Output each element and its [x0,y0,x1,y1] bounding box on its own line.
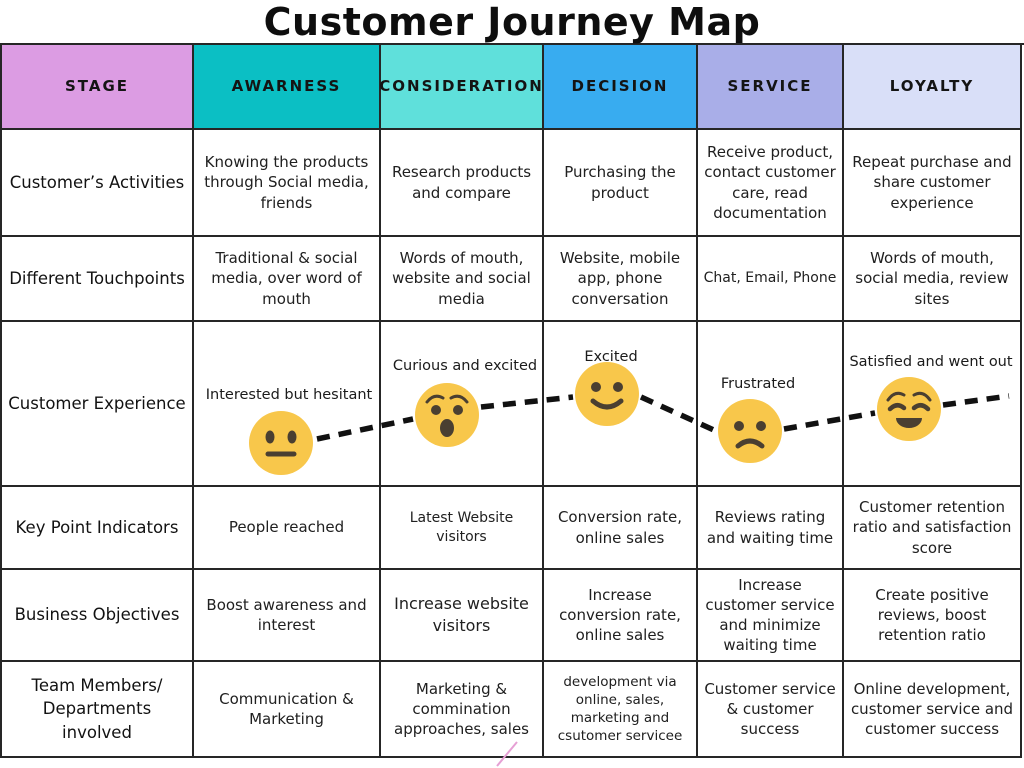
row-label-customers-activities: Customer’s Activities [2,130,194,237]
table-cell: People reached [194,487,381,570]
column-header-stage: STAGE [2,45,194,130]
table-cell: Receive product, contact customer care, … [698,130,844,237]
column-header-consideration: CONSIDERATION [379,45,544,130]
table-cell: Increase customer service and minimize w… [698,570,844,662]
table-cell: Words of mouth, website and social media [381,237,544,322]
page-title: Customer Journey Map [263,0,761,44]
table-cell: Repeat purchase and share customer exper… [844,130,1022,237]
table-cell: Boost awareness and interest [194,570,381,662]
row-label-team-members: Team Members/ Departments involved [2,662,194,758]
table-cell: development via online, sales, marketing… [544,662,698,758]
column-header-awareness: AWARNESS [194,45,381,130]
table-cell: Chat, Email, Phone [698,237,844,322]
table-cell: Customer service & customer success [698,662,844,758]
table-cell: Online development, customer service and… [844,662,1022,758]
table-cell: Customer retention ratio and satisfactio… [844,487,1022,570]
experience-cell-awareness [194,322,381,487]
table-cell: Traditional & social media, over word of… [194,237,381,322]
table-cell: Purchasing the product [544,130,698,237]
journey-map-table: STAGE AWARNESS CONSIDERATION DECISION SE… [0,43,1024,758]
table-cell: Conversion rate, online sales [544,487,698,570]
row-label-key-point-indicators: Key Point Indicators [2,487,194,570]
table-cell: Increase website visitors [381,570,544,662]
table-cell: Increase conversion rate, online sales [544,570,698,662]
experience-cell-consideration [381,322,544,487]
row-label-different-touchpoints: Different Touchpoints [2,237,194,322]
table-cell: Knowing the products through Social medi… [194,130,381,237]
table-cell: Create positive reviews, boost retention… [844,570,1022,662]
experience-cell-loyalty [844,322,1022,487]
table-cell: Marketing & commination approaches, sale… [381,662,544,758]
table-cell: Communication & Marketing [194,662,381,758]
table-cell: Website, mobile app, phone conversation [544,237,698,322]
row-label-customer-experience: Customer Experience [2,322,194,487]
column-header-loyalty: LOYALTY [844,45,1022,130]
experience-cell-service [698,322,844,487]
table-cell: Reviews rating and waiting time [698,487,844,570]
experience-cell-decision [544,322,698,487]
table-cell: Research products and compare [381,130,544,237]
table-cell: Words of mouth, social media, review sit… [844,237,1022,322]
column-header-service: SERVICE [698,45,844,130]
column-header-decision: DECISION [544,45,698,130]
table-cell: Latest Website visitors [381,487,544,570]
row-label-business-objectives: Business Objectives [2,570,194,662]
